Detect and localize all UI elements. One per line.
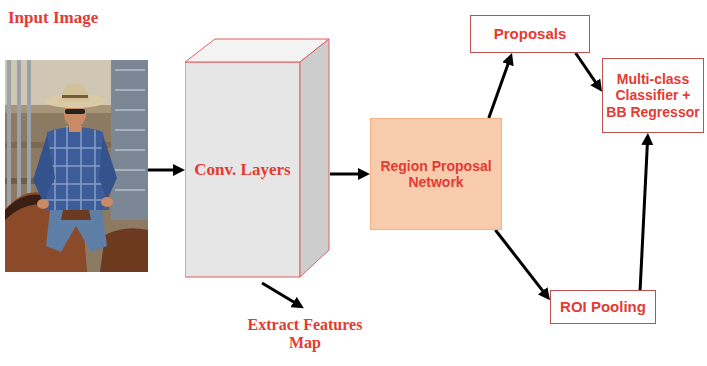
hat-band [62,95,88,98]
metal-ribs [115,70,145,190]
rider-hand [101,197,113,207]
hat-crown [61,84,89,101]
rider-arm [33,135,55,202]
flow-arrow [489,61,510,118]
flow-arrow [640,141,647,290]
flow-arrow [576,53,598,85]
metal-panel [111,60,148,220]
cube-outline [185,38,330,278]
rider-arm [99,135,117,200]
output-name: Proposals [494,25,567,42]
process-box: Region Proposal Network [370,118,502,230]
text-holder: Conv. Layers [185,62,300,278]
horse-back [100,228,148,272]
flow-arrow [148,169,177,172]
classifier-box: Multi-class Classifier + BB Regressor [602,58,704,133]
pooling-box: ROI Pooling [550,290,656,324]
input-photo [5,60,148,272]
photo-ground [5,60,148,272]
text-holder: Input Image [8,8,98,32]
conv-layers-cube: Conv. Layers [185,38,330,278]
pooling-name: ROI Pooling [560,298,646,315]
sunglasses [65,109,85,114]
shirt-plaid [45,126,109,210]
classifier-name: Multi-class Classifier + BB Regressor [606,71,700,119]
leader-arrow [262,283,297,304]
cube-side [300,39,329,277]
layer-name: Conv. Layers [194,160,290,180]
flow-arrow [495,230,545,294]
rider-shirt [45,127,109,210]
image-heading: Input Image [8,8,98,28]
process-name: Region Proposal Network [377,158,495,190]
text-holder: ROI Pooling [551,291,655,323]
rider-hand [37,199,49,209]
text-holder: Multi-class Classifier + BB Regressor [603,59,703,132]
text-holder: Region Proposal Network [371,119,501,229]
caption-label: Extract Features Map [240,316,370,353]
saddle [61,210,91,220]
output-box: Proposals [470,15,590,53]
rider-jeans [46,210,107,252]
flow-arrow [330,173,362,176]
cube-front [185,62,300,277]
text-holder: Proposals [471,16,589,52]
input-image: Input Image [5,60,148,272]
